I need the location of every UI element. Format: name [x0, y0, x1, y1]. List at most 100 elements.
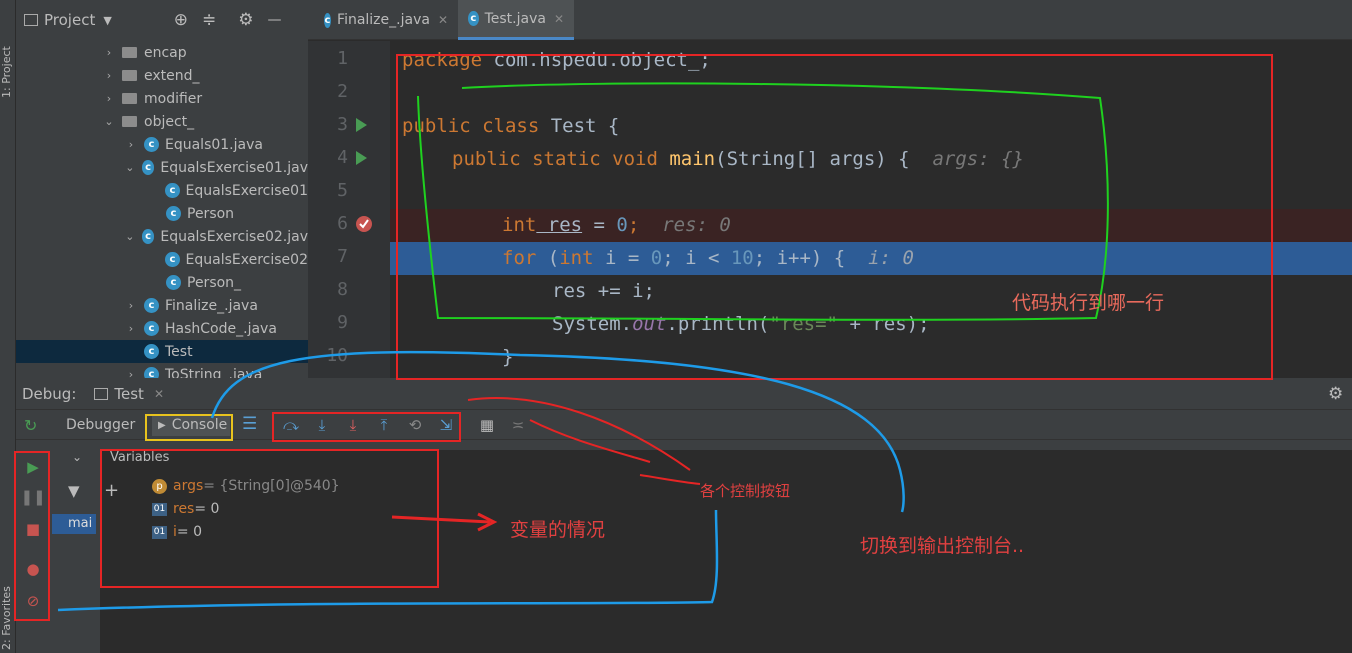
chevron-right-icon[interactable]: › [106, 46, 112, 59]
tree-item[interactable]: ⌄object_ [16, 110, 308, 133]
minimize-icon[interactable]: — [267, 12, 282, 28]
tab-console[interactable]: ▶ Console [152, 414, 230, 436]
number: 10 [730, 247, 754, 269]
keyword: public static void [452, 148, 658, 170]
step-out-icon[interactable]: ⤒ [380, 416, 388, 434]
keyword: int [559, 247, 594, 269]
menu-icon[interactable]: ☰ [242, 414, 258, 434]
variable-value: = 0 [194, 501, 220, 517]
trace-icon[interactable]: ≍ [511, 416, 525, 434]
run-icon[interactable] [354, 117, 368, 133]
debug-session-tab[interactable]: Test [114, 384, 144, 403]
annotation-step-buttons-box [272, 412, 461, 442]
frame-item[interactable]: mai [52, 514, 96, 534]
tree-item-label: EqualsExercise02 [185, 251, 308, 268]
run-to-cursor-icon[interactable]: ⇲ [439, 416, 453, 434]
add-watch-icon[interactable]: + [104, 480, 120, 501]
debug-session-icon [94, 387, 109, 400]
console-icon: ▶ [158, 419, 166, 431]
class-icon: c [141, 160, 155, 175]
tab-finalize[interactable]: c Finalize_.java ✕ [314, 0, 458, 40]
chevron-down-icon[interactable]: ⌄ [72, 450, 83, 464]
pause-icon[interactable]: ❚❚ [20, 488, 46, 506]
step-over-icon[interactable]: ⤼ [282, 416, 300, 434]
code-line-4: public static void main(String[] args) {… [390, 143, 1352, 176]
stop-icon[interactable]: ■ [25, 520, 41, 538]
drop-frame-icon[interactable]: ⟲ [408, 416, 422, 434]
collapse-all-icon[interactable]: ≑ [202, 10, 217, 30]
chevron-right-icon[interactable]: › [128, 299, 134, 312]
line-number: 5 [337, 180, 348, 201]
mute-breakpoints-icon[interactable]: ⊘ [26, 592, 40, 610]
number: 0 [616, 214, 628, 236]
chevron-right-icon[interactable]: › [106, 69, 112, 82]
chevron-right-icon[interactable]: › [128, 368, 134, 381]
annotation-red-arrow-variables [391, 515, 491, 524]
gear-icon[interactable]: ⚙ [238, 10, 254, 30]
code-line-10: } [390, 341, 1352, 374]
chevron-right-icon[interactable]: › [128, 138, 134, 151]
tab-debugger[interactable]: Debugger [66, 417, 136, 433]
folder-icon [122, 116, 137, 127]
variable-row[interactable]: 01 res = 0 [152, 498, 219, 520]
code-editor[interactable]: package com.hspedu.object_; public class… [390, 41, 1352, 378]
close-icon[interactable]: ✕ [437, 13, 448, 27]
annotation-red-arrow-buttons-3 [529, 419, 651, 463]
resume-icon[interactable]: ▶ [27, 458, 39, 476]
code-text: ; i < [662, 247, 731, 269]
tree-item[interactable]: ›extend_ [16, 64, 308, 87]
class-icon: c [144, 321, 159, 336]
chevron-down-icon[interactable]: ⌄ [104, 115, 114, 128]
debug-title: Debug: [22, 384, 77, 403]
variable-name: res [173, 501, 195, 517]
line-number: 2 [337, 81, 348, 102]
code-line-6: int res = 0; res: 0 [390, 209, 1352, 242]
annotation-blue-stroke-buttons [57, 509, 719, 612]
breakpoint-icon[interactable] [354, 214, 374, 234]
close-icon[interactable]: ✕ [153, 386, 164, 401]
primitive-icon: 01 [152, 525, 167, 539]
rerun-icon[interactable]: ↻ [24, 416, 38, 435]
variable-name: args [173, 478, 204, 494]
annotation-red-arrowhead-variables [477, 512, 498, 532]
annotation-control-buttons: 各个控制按钮 [700, 482, 791, 500]
tree-item[interactable]: ›modifier [16, 87, 308, 110]
evaluate-icon[interactable]: ▦ [479, 416, 495, 434]
tree-item-label: Finalize_.java [165, 297, 258, 314]
class-icon: c [468, 11, 479, 26]
code-text: ; i++) { [753, 247, 869, 269]
chevron-down-icon[interactable]: ⌄ [125, 161, 135, 174]
force-step-into-icon[interactable]: ⤓ [349, 416, 357, 434]
code-text: res += i; [552, 280, 655, 302]
view-breakpoints-icon[interactable]: ● [26, 560, 40, 578]
locate-icon[interactable]: ⊕ [173, 10, 189, 30]
primitive-icon: 01 [152, 502, 167, 516]
tab-test[interactable]: c Test.java ✕ [458, 0, 574, 40]
gear-icon[interactable]: ⚙ [1328, 383, 1344, 404]
line-number: 3 [337, 114, 348, 135]
run-icon[interactable] [354, 150, 368, 166]
project-title[interactable]: Project [44, 11, 96, 29]
inline-hint: i: 0 [868, 247, 914, 269]
close-icon[interactable]: ✕ [553, 11, 564, 26]
annotation-console-box [145, 414, 233, 441]
chevron-down-icon[interactable]: ⌄ [125, 230, 135, 243]
filter-icon[interactable]: ▼ [68, 482, 80, 500]
tree-item[interactable]: ›encap [16, 41, 308, 64]
chevron-down-icon[interactable]: ▼ [103, 13, 112, 27]
chevron-right-icon[interactable]: › [106, 92, 112, 105]
chevron-right-icon[interactable]: › [128, 322, 134, 335]
step-into-icon[interactable]: ⤓ [318, 416, 326, 434]
